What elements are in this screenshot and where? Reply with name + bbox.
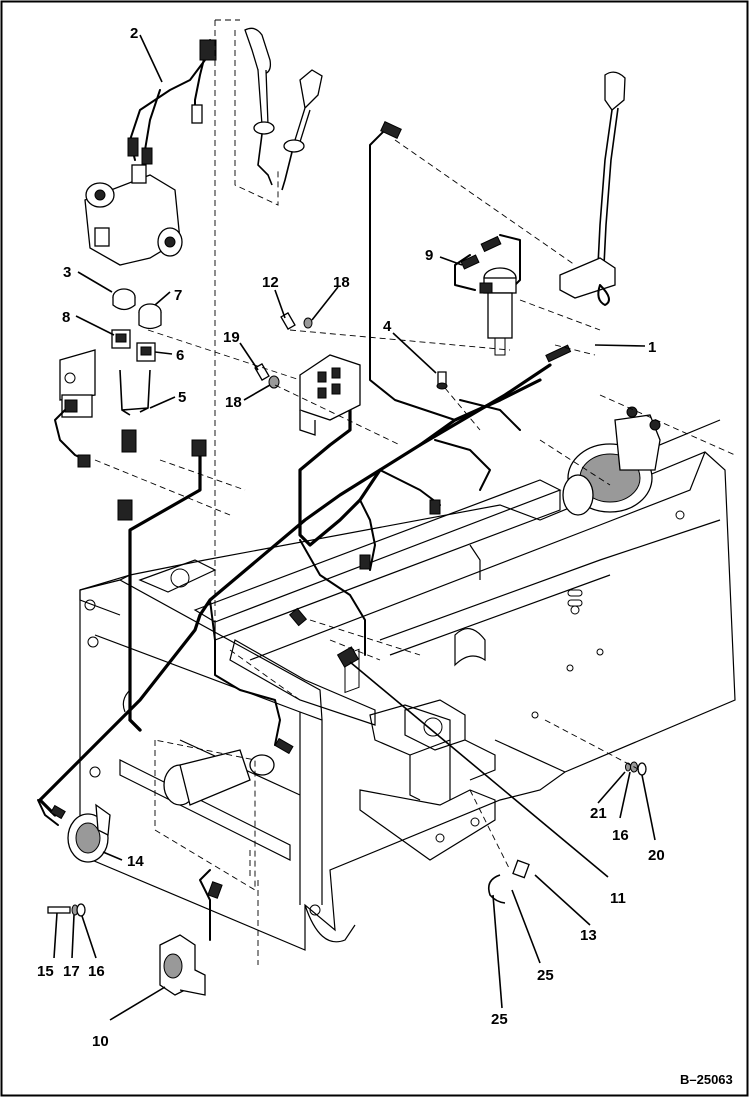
drawing-reference-number: B–25063 (680, 1072, 733, 1087)
callout-2: 2 (130, 25, 138, 42)
battery-cylinder (154, 739, 275, 891)
callout-4: 4 (383, 318, 392, 335)
callout-leader-lines (53, 34, 656, 1021)
control-lever (559, 71, 626, 306)
sensor-part (380, 121, 517, 356)
callout-5: 5 (178, 389, 186, 406)
callout-16-right: 16 (612, 827, 629, 844)
fuse-relay-block (299, 354, 361, 436)
callout-14: 14 (127, 853, 144, 870)
callout-25-lower: 25 (491, 1011, 508, 1028)
callout-19: 19 (223, 329, 240, 346)
callout-25-upper: 25 (537, 967, 554, 984)
callout-3: 3 (63, 264, 71, 281)
valve-assembly (84, 39, 217, 266)
callout-20: 20 (648, 847, 665, 864)
callout-1: 1 (648, 339, 656, 356)
callout-10: 10 (92, 1033, 109, 1050)
callout-8: 8 (62, 309, 70, 326)
hydraulic-motor (562, 406, 661, 516)
callout-21: 21 (590, 805, 607, 822)
switch-parts (54, 288, 162, 468)
horn-part (37, 799, 111, 863)
callout-12: 12 (262, 274, 279, 291)
callout-6: 6 (176, 347, 184, 364)
callout-15: 15 (37, 963, 54, 980)
callout-7: 7 (174, 287, 182, 304)
callout-numbers: 2 3 7 8 6 5 9 12 18 19 18 4 1 14 21 16 2… (37, 25, 665, 1050)
callout-9: 9 (425, 247, 433, 264)
callout-13: 13 (580, 927, 597, 944)
callout-17: 17 (63, 963, 80, 980)
callout-18-lower: 18 (225, 394, 242, 411)
backup-alarm-part (159, 881, 223, 996)
joystick-handles (214, 19, 323, 660)
callout-16-left: 16 (88, 963, 105, 980)
callout-18-upper: 18 (333, 274, 350, 291)
callout-11: 11 (610, 890, 626, 907)
assembly-dashed-lines (94, 139, 736, 965)
